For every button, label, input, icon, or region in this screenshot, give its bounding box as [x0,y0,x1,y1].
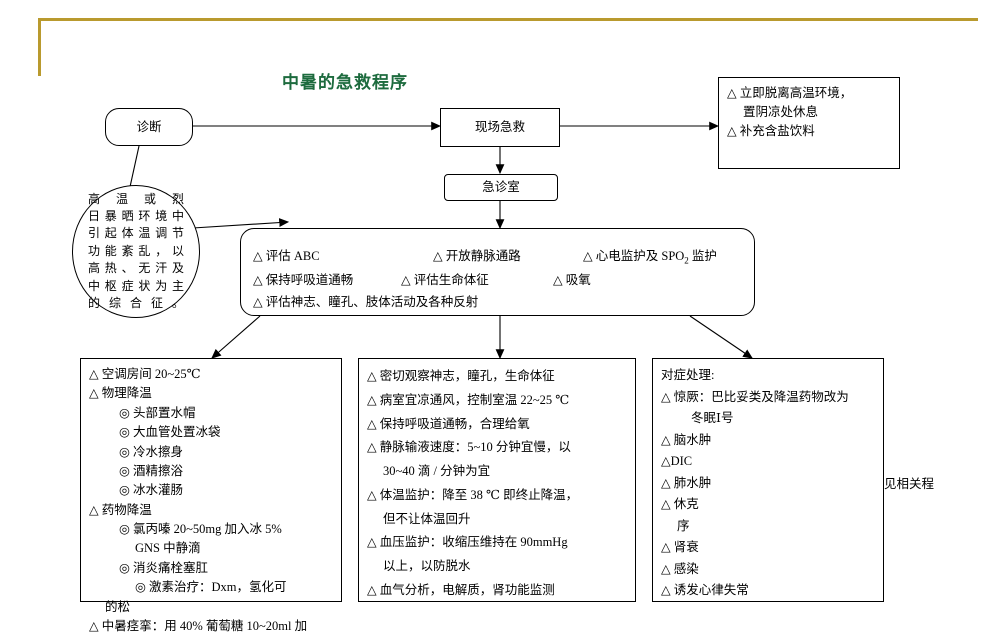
definition-line-2: 日暴晒环境中 [88,209,184,224]
brace-label-related-procedures: 见相关程 [884,477,935,491]
node-diagnosis-label: 诊断 [136,119,162,134]
right-line-8: △ 肾衰 [661,540,699,554]
decorative-frame-top-line [38,18,978,21]
node-definition: 高温或烈 日暴晒环境中 引起体温调节 功能紊乱，以 高热、无汗及 中枢症状为主 … [72,185,200,318]
node-onsite-first-aid: 现场急救 [440,108,560,147]
left-line-5: ◎ 冷水擦身 [119,444,184,459]
assessment-row1-item3: △ 心电监护及 SPO2 监护 [583,249,717,266]
definition-line-6: 中枢症状为主 [88,278,184,293]
definition-line-4: 功能紊乱，以 [88,243,184,258]
node-immediate-measures: △ 立即脱离高温环境， 置阴凉处休息 △ 补充含盐饮料 [718,77,900,169]
right-line-4: △DIC [661,454,693,468]
right-line-2: 冬眠Ⅰ号 [691,411,734,425]
left-line-7: ◎ 冰水灌肠 [119,483,184,498]
assessment-row1-item1: △ 评估 ABC [253,249,320,263]
right-heading: 对症处理: [661,368,715,382]
definition-line-3: 引起体温调节 [88,226,184,241]
left-line-1: △ 空调房间 20~25℃ [89,367,201,381]
measure-line-1: △ 立即脱离高温环境， [727,86,853,100]
left-line-8: △ 药物降温 [89,502,152,517]
middle-line-2: △ 病室宜凉通风，控制室温 22~25 ℃ [367,392,570,407]
node-emergency-room-label: 急诊室 [482,180,520,195]
definition-line-1: 高温或烈 [88,191,184,206]
right-line-3: △ 脑水肿 [661,432,712,447]
assessment-row2-item2: △ 评估生命体征 [401,273,489,287]
right-line-1: △ 惊厥：巴比妥类及降温药物改为 [661,389,849,404]
node-onsite-first-aid-label: 现场急救 [474,120,525,135]
left-line-3: ◎ 头部置水帽 [119,405,196,420]
left-line-14: △ 中暑痉挛：用 40% 葡萄糖 10~20ml 加 [89,618,308,633]
middle-line-3: △ 保持呼吸道通畅，合理给氧 [367,416,530,431]
right-line-9: △ 感染 [661,561,699,576]
measure-line-3: △ 补充含盐饮料 [727,123,815,138]
middle-line-1: △ 密切观察神志，瞳孔，生命体征 [367,369,555,383]
definition-line-7: 的综合征。 [88,295,184,310]
middle-line-8: △ 血压监护：收缩压维持在 90mmHg [367,535,568,550]
left-line-10: GNS 中静滴 [135,541,201,556]
left-line-9: ◎ 氯丙嗪 20~50mg 加入冰 5% [119,522,282,536]
left-line-6: ◎ 酒精擦浴 [119,463,184,478]
left-line-12: ◎ 激素治疗：Dxm，氢化可 [135,580,287,595]
definition-line-5: 高热、无汗及 [88,261,184,276]
measure-line-2: 置阴凉处休息 [743,104,819,119]
middle-line-10: △ 血气分析，电解质，肾功能监测 [367,582,555,597]
middle-line-7: 但不让体温回升 [383,511,471,526]
right-line-7: 序 [677,518,690,533]
decorative-frame-left-line [38,18,41,76]
middle-line-9: 以上，以防脱水 [383,559,471,573]
page-title: 中暑的急救程序 [282,73,408,92]
left-line-4: ◎ 大血管处置冰袋 [119,425,221,440]
assessment-row2-item3: △ 吸氧 [553,273,591,287]
left-line-11: ◎ 消炎痛栓塞肛 [119,560,209,575]
left-line-13: 的松 [105,599,131,614]
node-symptomatic-treatment: 对症处理: △ 惊厥：巴比妥类及降温药物改为 冬眠Ⅰ号 △ 脑水肿 △DIC △… [652,358,884,602]
assessment-row2-item1: △ 保持呼吸道通畅 [253,273,354,287]
right-line-5: △ 肺水肿 [661,475,712,490]
assessment-row1-item2: △ 开放静脉通路 [433,249,521,263]
left-line-2: △ 物理降温 [89,386,152,401]
node-monitoring-measures: △ 密切观察神志，瞳孔，生命体征 △ 病室宜凉通风，控制室温 22~25 ℃ △… [358,358,636,602]
middle-line-6: △ 体温监护：降至 38 ℃ 即终止降温， [367,487,579,502]
node-emergency-room: 急诊室 [444,174,558,201]
node-diagnosis: 诊断 [105,108,193,146]
right-line-10: △ 诱发心律失常 [661,583,749,597]
diagram-canvas: 中暑的急救程序 诊断 现场急救 △ 立即脱离高温环境， [38,18,978,633]
node-cooling-measures: △ 空调房间 20~25℃ △ 物理降温 ◎ 头部置水帽 ◎ 大血管处置冰袋 ◎… [80,358,342,633]
assessment-row3-item1: △ 评估神志、瞳孔、肢体活动及各种反射 [253,294,479,309]
right-line-6: △ 休克 [661,497,699,511]
middle-line-4: △ 静脉输液速度：5~10 分钟宜慢，以 [367,440,571,455]
node-assessment: △ 评估 ABC △ 开放静脉通路 △ 心电监护及 SPO2 监护 △ 保持呼吸… [240,228,755,316]
middle-line-5: 30~40 滴 / 分钟为宜 [383,464,491,478]
